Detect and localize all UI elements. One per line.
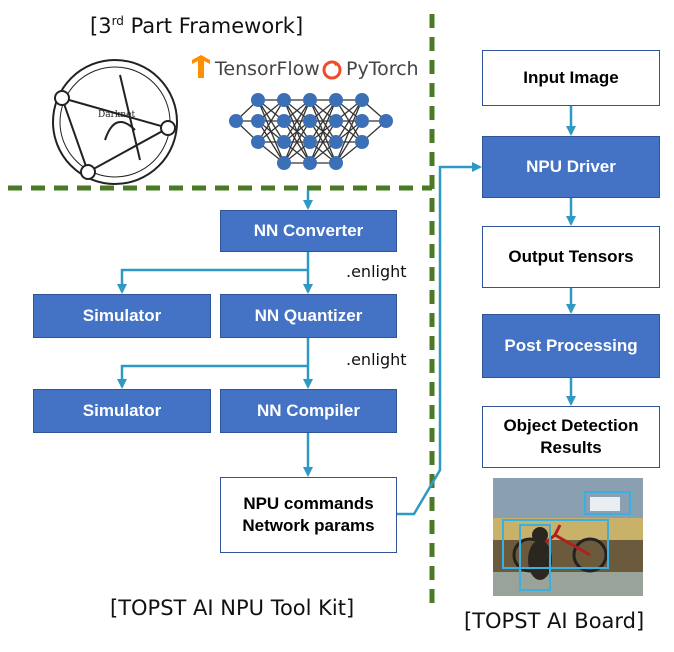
arrow-quantizer-to-simulator2 [117, 364, 308, 389]
nn-edge [309, 99, 337, 143]
nn-node [329, 93, 343, 107]
nn-edge [309, 120, 337, 164]
nn-edge [257, 99, 285, 143]
enlight-label-1: .enlight [346, 262, 407, 281]
post-processing-box: Post Processing [482, 314, 660, 378]
board-caption: [TOPST AI Board] [464, 609, 645, 633]
nn-node [303, 114, 317, 128]
nn-node [303, 156, 317, 170]
object-detection-line1: Object Detection [503, 416, 639, 435]
framework-caption-pre: [3 [90, 14, 112, 38]
nn-edge [283, 99, 311, 143]
arrow-converter-to-simulator1 [117, 268, 308, 294]
nn-edge [283, 99, 311, 164]
detection-photo [493, 478, 643, 596]
framework-caption-post: Part Framework] [123, 14, 304, 38]
darknet-label: Darknet [98, 110, 136, 120]
object-detection-line2: Results [540, 438, 602, 457]
nn-node [355, 93, 369, 107]
nn-node [329, 135, 343, 149]
framework-caption: [3rd Part Framework] [90, 14, 303, 38]
nn-edge [283, 120, 311, 164]
enlight-label-2: .enlight [346, 350, 407, 369]
nn-node [251, 135, 265, 149]
nn-node [355, 135, 369, 149]
nn-node [277, 135, 291, 149]
detection-box-bicycle [502, 519, 609, 569]
simulator-box-1: Simulator [33, 294, 211, 338]
detection-box-car [584, 491, 631, 515]
neural-network-nodes [229, 93, 393, 170]
tensorflow-icon [192, 55, 210, 78]
nn-edge [335, 99, 363, 143]
nn-node [251, 93, 265, 107]
nn-node [329, 114, 343, 128]
output-tensors-box: Output Tensors [482, 226, 660, 288]
nn-edge [335, 120, 363, 164]
darknet-logo [52, 59, 178, 185]
nn-edge [335, 99, 363, 164]
nn-node [277, 156, 291, 170]
npu-driver-box: NPU Driver [482, 136, 660, 198]
nn-node [277, 93, 291, 107]
toolkit-caption: [TOPST AI NPU Tool Kit] [110, 596, 355, 620]
input-image-box: Input Image [482, 50, 660, 106]
neural-network-illustration [235, 99, 387, 164]
nn-node [303, 93, 317, 107]
nn-compiler-box: NN Compiler [220, 389, 397, 433]
nn-node [379, 114, 393, 128]
nn-node [277, 114, 291, 128]
nn-node [329, 156, 343, 170]
nn-converter-box: NN Converter [220, 210, 397, 252]
npu-commands-line1: NPU commands [243, 494, 374, 513]
nn-edge [309, 99, 337, 164]
pytorch-icon [322, 60, 342, 80]
nn-node [355, 114, 369, 128]
pytorch-label: PyTorch [346, 58, 419, 80]
framework-caption-sup: rd [111, 14, 124, 28]
simulator-box-2: Simulator [33, 389, 211, 433]
detection-box-dog [519, 524, 551, 591]
tensorflow-label: TensorFlow [215, 58, 320, 80]
nn-node [229, 114, 243, 128]
nn-node [251, 114, 265, 128]
object-detection-box: Object Detection Results [482, 406, 660, 468]
npu-commands-line2: Network params [242, 516, 375, 535]
npu-commands-box: NPU commands Network params [220, 477, 397, 553]
nn-quantizer-box: NN Quantizer [220, 294, 397, 338]
arrow-npu-commands-to-driver [397, 162, 482, 516]
nn-node [303, 135, 317, 149]
